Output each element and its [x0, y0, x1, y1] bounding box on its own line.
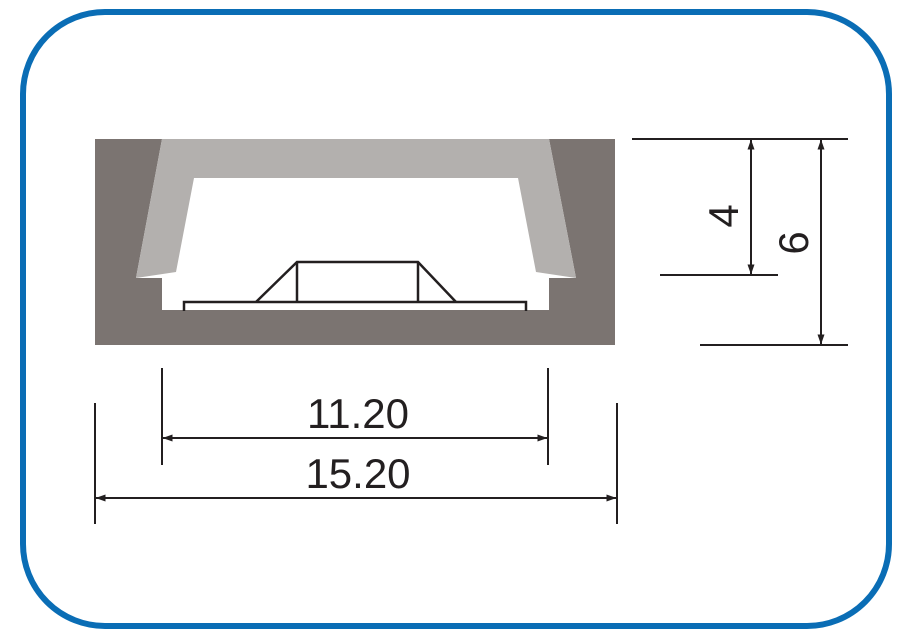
outer-width-label: 15.20 — [305, 450, 410, 497]
pcb-strip — [182, 300, 528, 311]
width-dimensions — [94, 368, 618, 524]
inner-height-label: 4 — [700, 204, 747, 227]
diffuser-cover — [136, 139, 576, 278]
height-dimensions — [632, 138, 848, 346]
inner-width-label: 11.20 — [307, 390, 409, 437]
led-chip — [255, 260, 457, 303]
outer-height-label: 6 — [770, 231, 817, 254]
aluminium-profile — [95, 139, 615, 345]
led-strip — [182, 260, 528, 311]
